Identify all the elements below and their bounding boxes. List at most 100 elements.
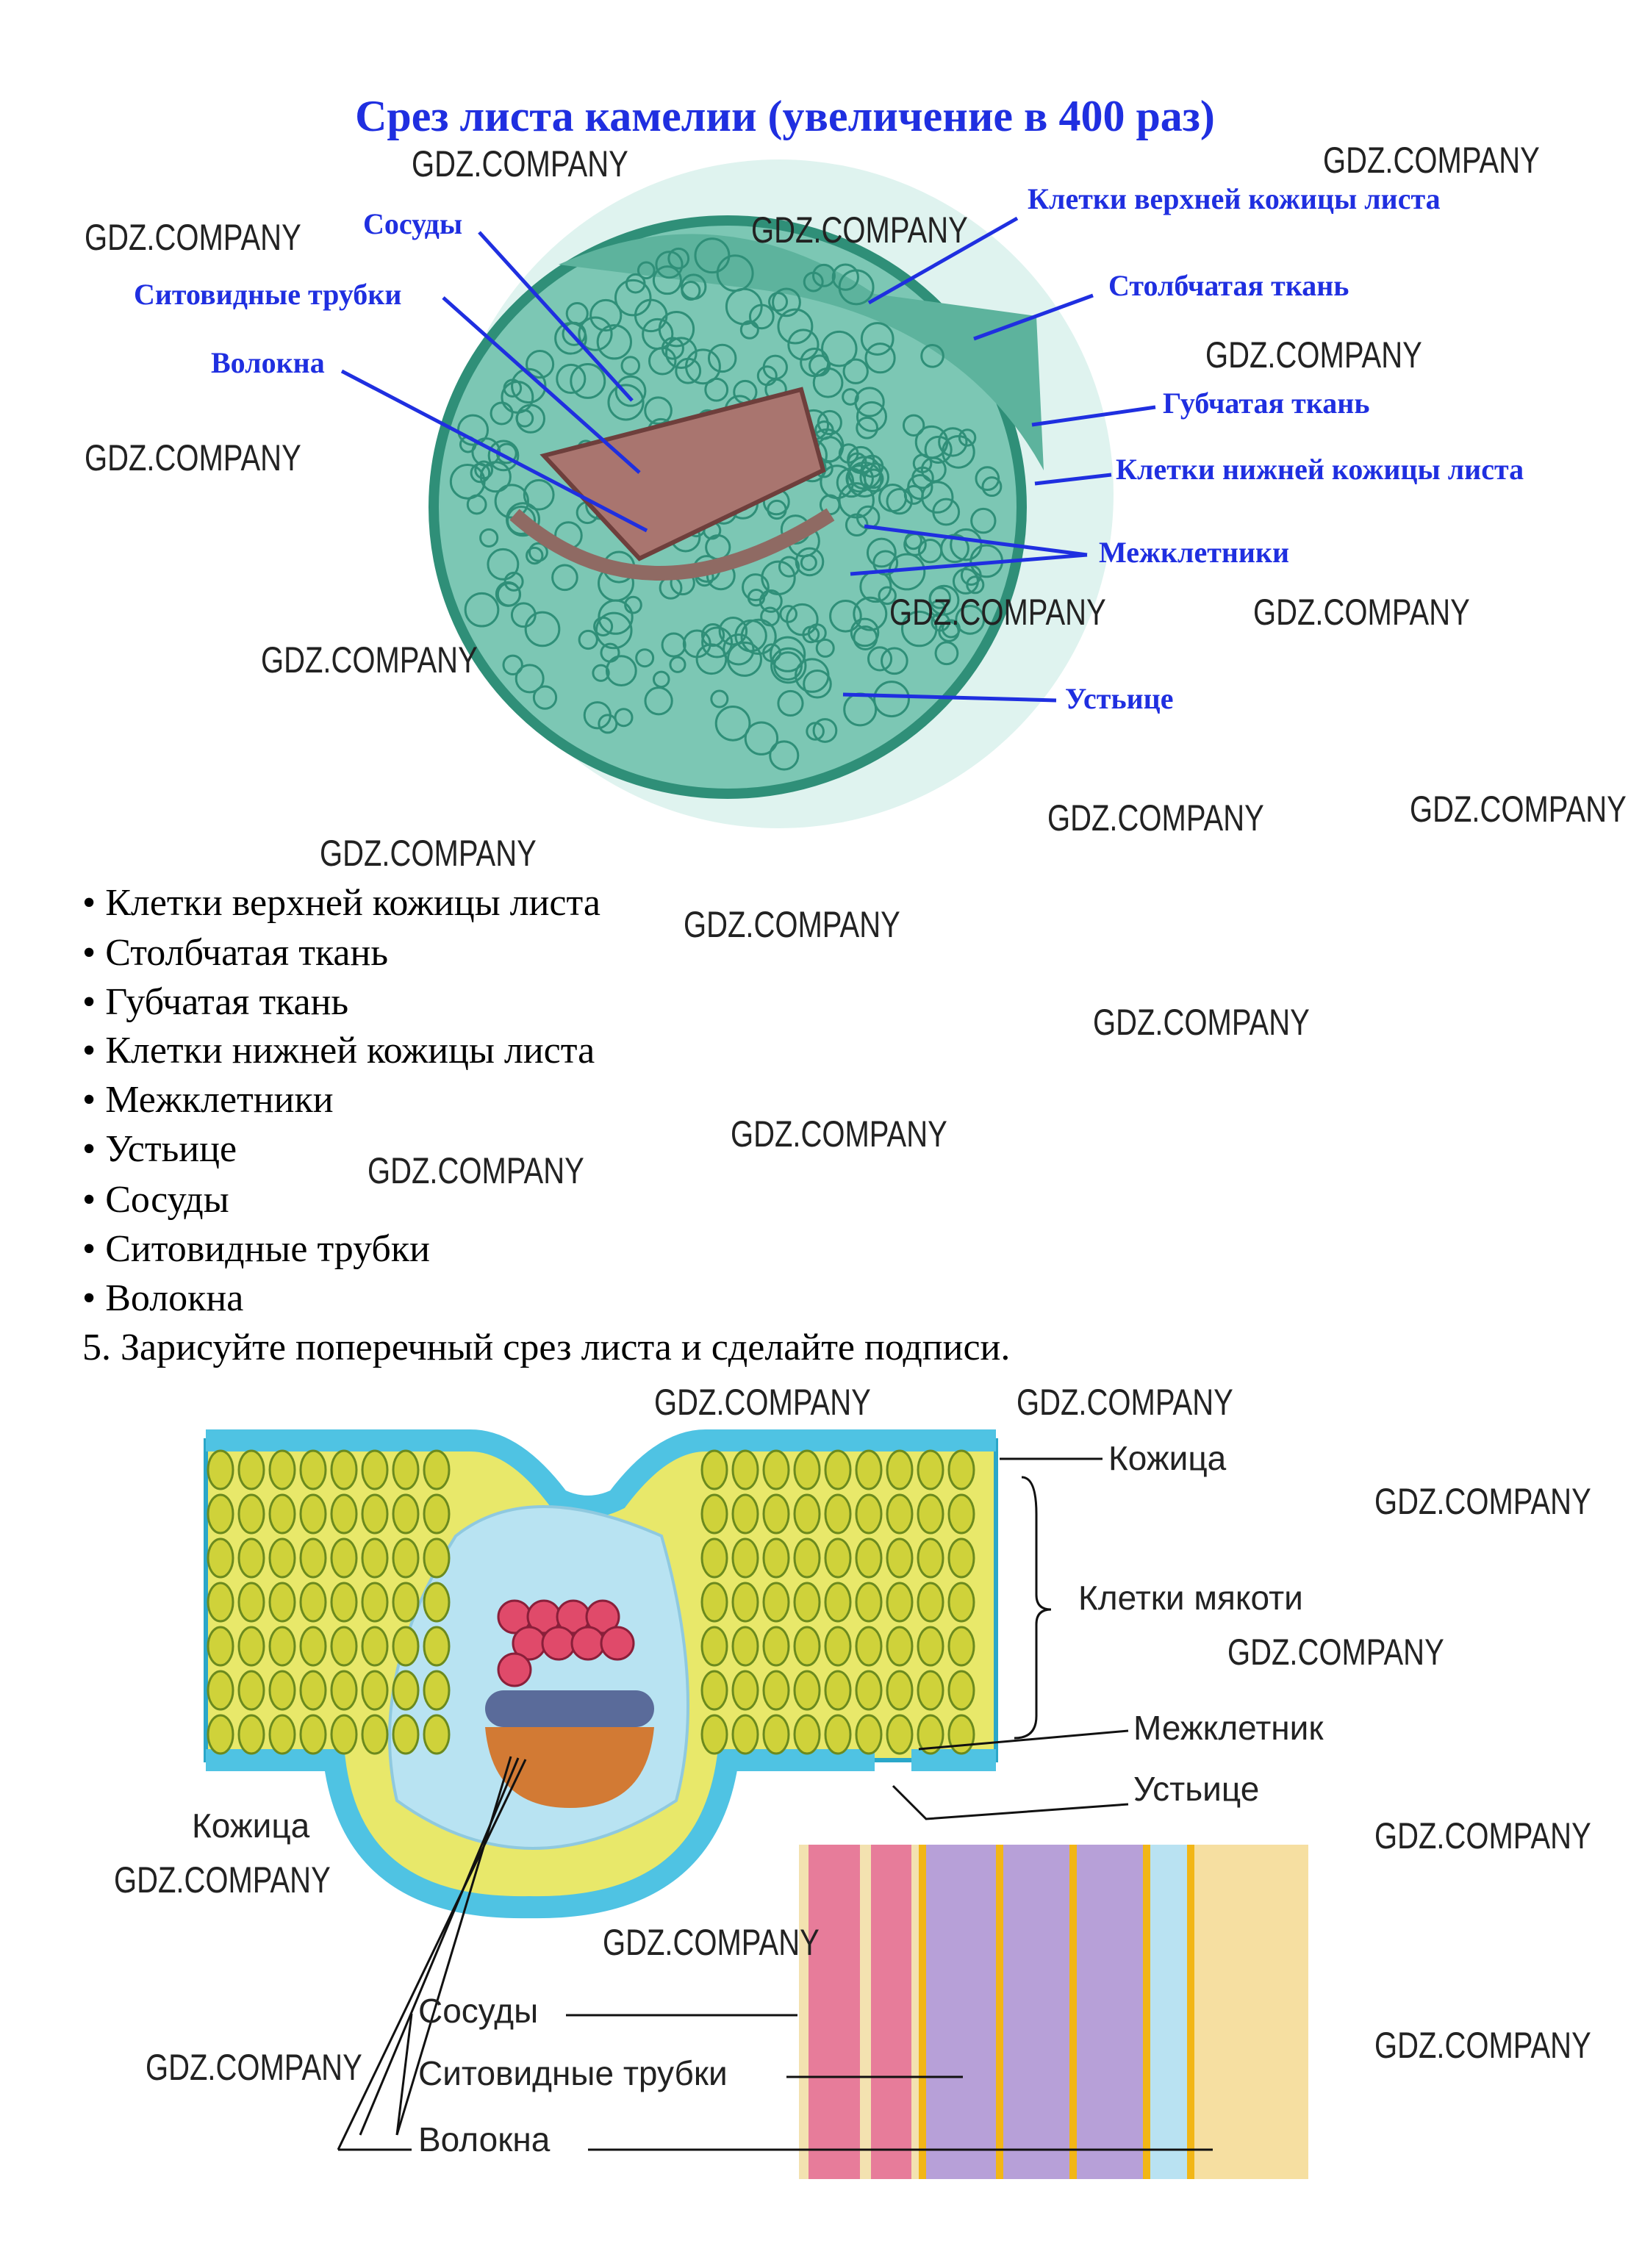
cell: [393, 1583, 418, 1621]
label-spongy: Губчатая ткань: [1163, 387, 1369, 420]
cell: [362, 1671, 387, 1709]
cell: [239, 1715, 264, 1754]
cell: [362, 1451, 387, 1489]
cell: [424, 1583, 449, 1621]
cell: [208, 1583, 233, 1621]
cell: [733, 1671, 758, 1709]
cell: [424, 1539, 449, 1577]
cell: [208, 1627, 233, 1665]
cell: [424, 1451, 449, 1489]
cell: [393, 1715, 418, 1754]
cell: [331, 1451, 356, 1489]
cell: [331, 1583, 356, 1621]
cell: [702, 1715, 727, 1754]
cell: [301, 1539, 326, 1577]
cell: [301, 1715, 326, 1754]
list-item: • Клетки верхней кожицы листа: [82, 882, 600, 924]
cell: [918, 1671, 943, 1709]
watermark-text: GDZ.COMPANY: [731, 1113, 947, 1155]
cell: [301, 1495, 326, 1533]
cell: [239, 1539, 264, 1577]
cell: [825, 1715, 850, 1754]
cell: [887, 1627, 912, 1665]
cell: [702, 1451, 727, 1489]
list-item: • Волокна: [82, 1277, 243, 1319]
cell: [764, 1627, 789, 1665]
watermark-text: GDZ.COMPANY: [603, 1922, 820, 1963]
cell: [918, 1451, 943, 1489]
label-vessels: Сосуды: [363, 207, 462, 240]
cell: [949, 1451, 974, 1489]
cell: [949, 1671, 974, 1709]
cell: [764, 1715, 789, 1754]
list-item: • Ситовидные трубки: [82, 1228, 430, 1270]
cell: [393, 1627, 418, 1665]
tissue-list: • Клетки верхней кожицы листа • Столбчат…: [82, 882, 600, 1319]
cell: [239, 1495, 264, 1533]
list-item: • Межклетники: [82, 1079, 334, 1121]
cell: [208, 1539, 233, 1577]
cell: [733, 1495, 758, 1533]
cell: [795, 1495, 820, 1533]
cell: [270, 1715, 295, 1754]
cell: [887, 1539, 912, 1577]
cell: [825, 1539, 850, 1577]
label-fibers: Волокна: [211, 346, 325, 379]
cell: [856, 1671, 881, 1709]
label-epidermis-bottom: Кожица: [192, 1806, 310, 1845]
tissue-longitudinal-drawing: [799, 1845, 1308, 2179]
watermark-text: GDZ.COMPANY: [1410, 789, 1627, 830]
cell: [825, 1583, 850, 1621]
cell: [270, 1583, 295, 1621]
cell: [270, 1627, 295, 1665]
leaf-section-micrograph: [434, 159, 1114, 828]
watermark-text: GDZ.COMPANY: [85, 437, 301, 478]
cell: [239, 1583, 264, 1621]
watermark-text: GDZ.COMPANY: [368, 1150, 584, 1191]
cell: [795, 1627, 820, 1665]
cell: [887, 1671, 912, 1709]
cell: [764, 1495, 789, 1533]
cell: [825, 1627, 850, 1665]
watermark-text: GDZ.COMPANY: [1374, 1815, 1591, 1856]
cell: [949, 1495, 974, 1533]
watermark-text: GDZ.COMPANY: [1093, 1002, 1310, 1043]
cell: [208, 1715, 233, 1754]
cell: [362, 1583, 387, 1621]
label-intercellular-space: Межклетник: [1133, 1709, 1324, 1747]
cell: [208, 1671, 233, 1709]
task-text: 5. Зарисуйте поперечный срез листа и сде…: [82, 1327, 1010, 1368]
cell: [918, 1627, 943, 1665]
cell: [949, 1539, 974, 1577]
vessel-cell: [542, 1627, 575, 1659]
cell: [764, 1451, 789, 1489]
cell: [331, 1715, 356, 1754]
cell: [424, 1627, 449, 1665]
cell: [208, 1451, 233, 1489]
cell: [764, 1539, 789, 1577]
cell: [856, 1451, 881, 1489]
cell: [301, 1671, 326, 1709]
cell: [331, 1495, 356, 1533]
cell: [795, 1715, 820, 1754]
label-fibers: Волокна: [418, 2120, 551, 2158]
label-stoma: Устьице: [1065, 682, 1173, 715]
label-epidermis-top: Кожица: [1108, 1439, 1227, 1477]
cell: [301, 1627, 326, 1665]
label-palisade: Столбчатая ткань: [1108, 269, 1349, 302]
cell: [949, 1583, 974, 1621]
cell: [239, 1451, 264, 1489]
cell: [733, 1451, 758, 1489]
cell: [393, 1539, 418, 1577]
label-stoma: Устьице: [1133, 1770, 1259, 1808]
cell: [825, 1671, 850, 1709]
cell: [702, 1539, 727, 1577]
cell: [795, 1451, 820, 1489]
list-item: • Столбчатая ткань: [82, 932, 388, 974]
cell: [949, 1627, 974, 1665]
cell: [795, 1583, 820, 1621]
list-item: • Устьице: [82, 1128, 237, 1170]
cell: [918, 1495, 943, 1533]
watermark-text: GDZ.COMPANY: [261, 639, 478, 681]
